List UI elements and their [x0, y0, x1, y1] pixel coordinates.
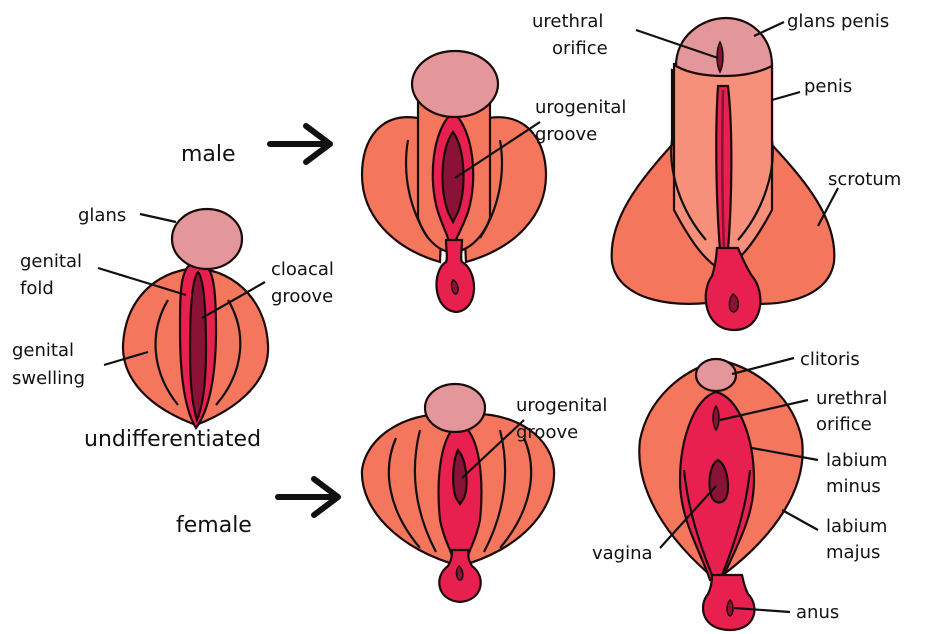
cloacal-groove-label-line1: cloacal: [271, 259, 334, 280]
male-final-stage: urethral orifice glans penis penis scrot…: [532, 11, 901, 330]
male-urethral-orifice-label-line2: orifice: [552, 38, 608, 59]
female-arrow-icon: [278, 479, 338, 515]
glans-pointer: [140, 214, 176, 222]
male-arrow-icon: [270, 126, 330, 162]
labium-minus-label-line2: minus: [826, 476, 881, 497]
anus-label: anus: [796, 602, 839, 623]
genital-swelling-label-line2: swelling: [12, 368, 85, 389]
penis-label: penis: [804, 76, 852, 97]
genital-swelling-label-line1: genital: [12, 340, 74, 361]
male-mid-urogenital-label-line1: urogenital: [535, 97, 626, 118]
glans-shape: [172, 209, 242, 269]
labium-minus-label-line1: labium: [826, 450, 887, 471]
labium-majus-pointer: [782, 510, 818, 530]
male-mid-urogenital-label-line2: groove: [535, 124, 597, 145]
cloacal-groove-shape: [190, 272, 206, 420]
female-final-stage: clitoris urethral orifice labium minus l…: [592, 349, 887, 630]
scrotum-label: scrotum: [828, 169, 901, 190]
female-intermediate-stage: urogenital groove: [362, 384, 608, 602]
female-heading: female: [176, 513, 252, 538]
glans-penis-label: glans penis: [787, 11, 889, 32]
glans-penis-pointer: [754, 22, 784, 36]
female-mid-urogenital-label-line1: urogenital: [516, 395, 607, 416]
male-heading: male: [181, 142, 236, 167]
vagina-label: vagina: [592, 543, 653, 564]
male-final-anal-pit: [729, 294, 738, 312]
clitoris-shape: [696, 359, 736, 391]
male-transition: male: [181, 126, 330, 167]
genital-fold-label-line2: fold: [20, 278, 54, 299]
genital-fold-label-line1: genital: [20, 251, 82, 272]
glans-label: glans: [78, 205, 126, 226]
female-urethral-orifice-label-line1: urethral: [816, 388, 887, 409]
penis-pointer: [772, 92, 800, 100]
male-urethral-orifice-label-line1: urethral: [532, 11, 603, 32]
labium-majus-label-line1: labium: [826, 516, 887, 537]
glans-penis-shape: [676, 18, 772, 76]
female-urethral-orifice-label-line2: orifice: [816, 414, 872, 435]
labium-majus-label-line2: majus: [826, 542, 880, 563]
female-transition: female: [176, 479, 338, 538]
female-mid-glans: [425, 384, 485, 432]
undifferentiated-stage: glans genital fold cloacal groove genita…: [12, 205, 334, 452]
clitoris-label: clitoris: [800, 349, 860, 370]
male-mid-glans: [412, 51, 498, 117]
female-urethral-orifice-shape: [713, 406, 719, 430]
male-intermediate-stage: urogenital groove: [362, 51, 626, 312]
female-mid-urogenital-label-line2: groove: [516, 422, 578, 443]
cloacal-groove-label-line2: groove: [271, 286, 333, 307]
undifferentiated-heading: undifferentiated: [84, 427, 261, 452]
anus-shape: [727, 600, 733, 616]
